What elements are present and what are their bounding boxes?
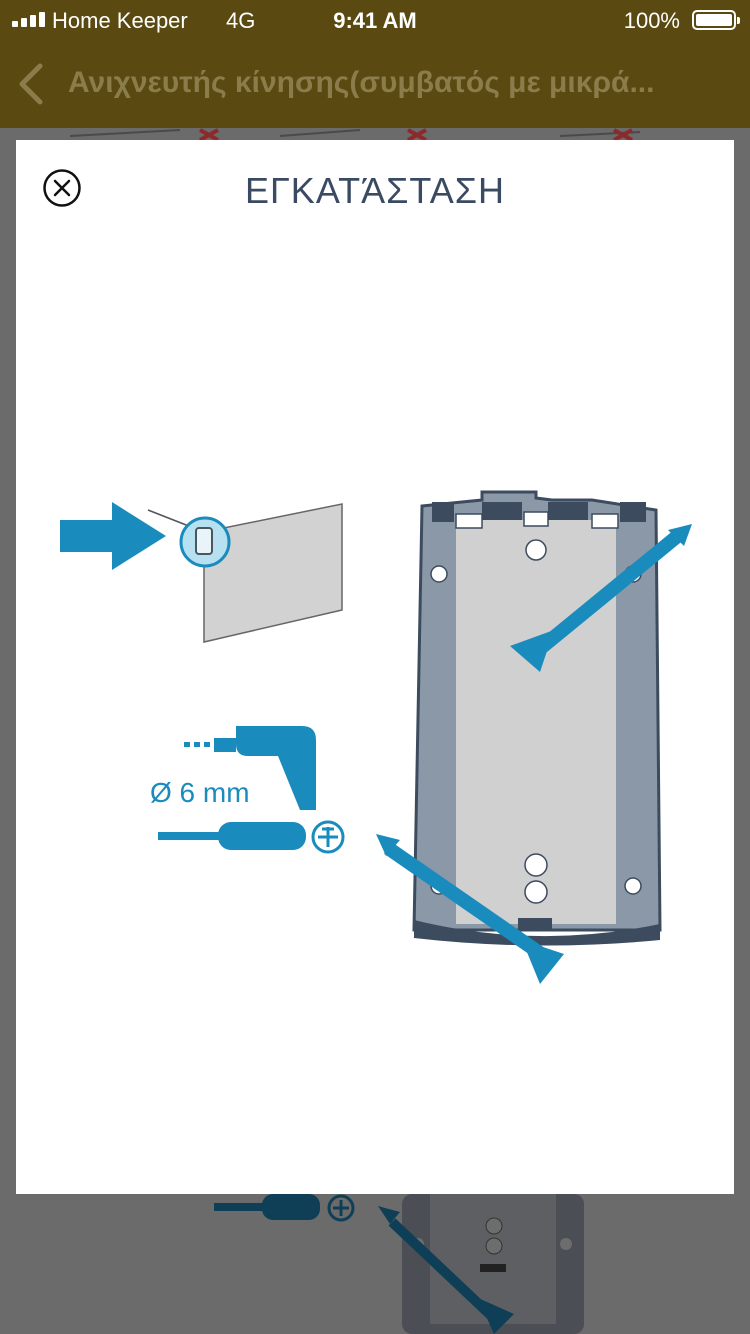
page-title: Ανιχνευτής κίνησης(συμβατός με μικρά... [68, 66, 655, 99]
drill-icon [184, 726, 316, 810]
screw-top-icon [510, 524, 692, 672]
status-bar: Home Keeper 4G 9:41 AM 100% [0, 0, 750, 40]
screw-bottom-icon [376, 834, 564, 984]
battery-icon [692, 10, 740, 30]
modal-title: ΕΓΚΑΤΆΣΤΑΣΗ [244, 170, 506, 211]
clock: 9:41 AM [333, 8, 417, 33]
tools-diagram: Ø 6 mm [150, 726, 345, 854]
direction-arrow-icon [60, 502, 166, 570]
mounting-location-diagram [60, 502, 343, 643]
screwdriver-icon [158, 822, 306, 850]
installation-modal: ΕΓΚΑΤΆΣΤΑΣΗ [16, 140, 734, 1194]
navigation-bar: Ανιχνευτής κίνησης(συμβατός με μικρά... [0, 40, 750, 128]
drill-bit-size-label: Ø 6 mm [150, 777, 250, 808]
signal-strength-icon [12, 12, 45, 27]
network-type: 4G [226, 8, 256, 33]
background-content-dimmed [69, 128, 641, 1334]
chevron-left-icon[interactable] [14, 62, 50, 106]
phillips-head-icon [311, 820, 345, 854]
carrier-label: Home Keeper [52, 8, 188, 33]
installation-illustration: Ø 6 mm [60, 490, 692, 984]
battery-percentage: 100% [623, 8, 680, 33]
close-circle-icon[interactable] [42, 168, 82, 208]
wall-bracket-diagram [376, 490, 692, 984]
